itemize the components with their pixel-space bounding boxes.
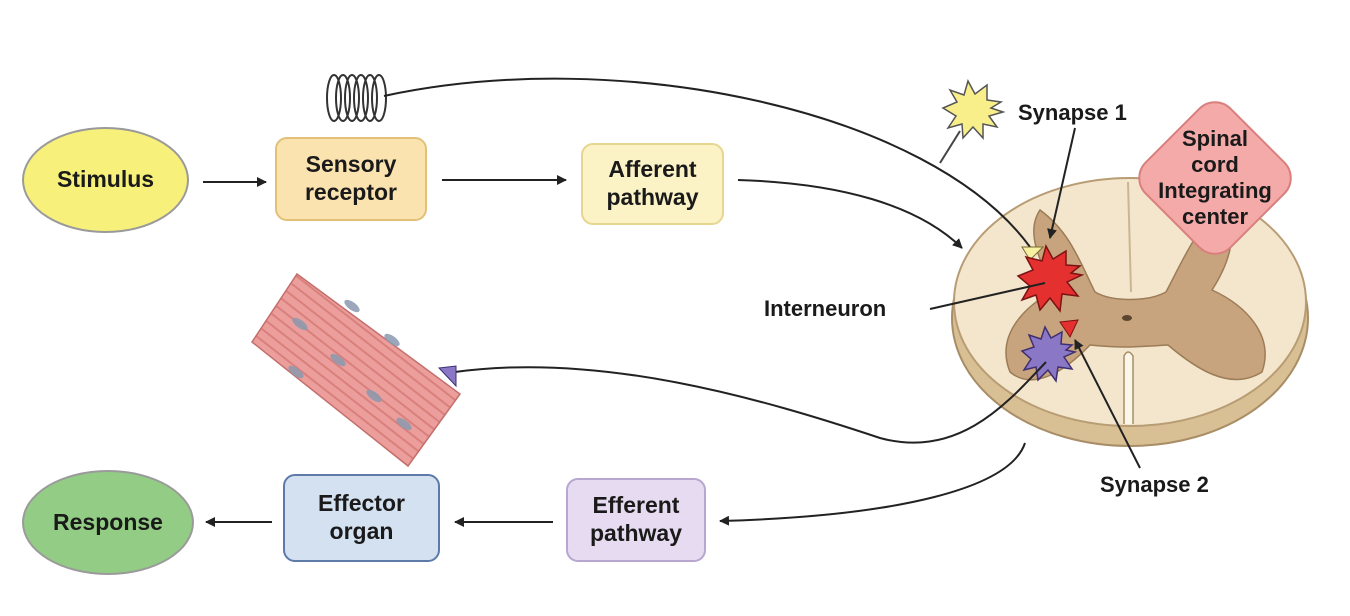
motor-neuron-axon — [454, 361, 1047, 444]
neuromuscular-junction — [437, 365, 457, 388]
afferent-pathway-node: Afferent pathway — [581, 143, 724, 225]
receptor-coil-icon — [326, 74, 387, 122]
sensory-receptor-node: Sensory receptor — [275, 137, 427, 221]
sensory-neuron-axon — [383, 77, 1031, 248]
leader-synapse-1 — [1047, 127, 1076, 239]
leader-synapse-2 — [1074, 339, 1141, 469]
dorsal-median-sulcus — [1127, 181, 1132, 293]
effector-organ-node: Effector organ — [283, 474, 440, 562]
integrating-center-diamond — [1138, 101, 1292, 255]
motor-neuron-icon — [1020, 325, 1078, 383]
arrow-cord-to-efferent — [719, 442, 1026, 526]
efferent-pathway-node: Efferent pathway — [566, 478, 706, 562]
response-node: Response — [22, 470, 194, 575]
muscle-fiber-image — [250, 272, 462, 468]
synapse-1-terminal — [1021, 246, 1045, 261]
leader-interneuron — [929, 282, 1046, 310]
interneuron-label: Interneuron — [764, 296, 887, 321]
sensory-fiber — [939, 130, 961, 164]
interneuron-icon — [1016, 243, 1085, 313]
stimulus-star-icon — [941, 79, 1006, 140]
ventral-median-fissure — [1123, 351, 1134, 424]
central-canal — [1122, 315, 1132, 321]
stimulus-node: Stimulus — [22, 127, 189, 233]
arrow-afferent-to-cord — [737, 179, 963, 249]
integrating-center-label: Spinal cord Integrating center — [1158, 126, 1272, 229]
synapse-1-label: Synapse 1 — [1018, 100, 1127, 125]
synapse-2-label: Synapse 2 — [1100, 472, 1209, 497]
synapse-2-terminal — [1059, 319, 1079, 339]
